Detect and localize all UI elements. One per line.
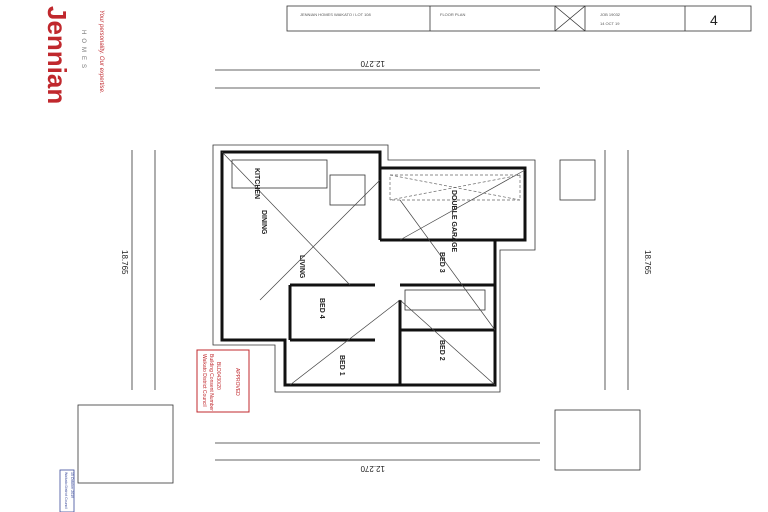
- title-job: JOB 19032: [600, 12, 621, 17]
- room-bed4: BED 4: [318, 298, 325, 319]
- plan-notes: [554, 409, 641, 471]
- room-garage: DOUBLE GARAGE: [450, 190, 457, 253]
- framing-notes: [77, 404, 174, 484]
- svg-text:15 October 2019: 15 October 2019: [70, 472, 74, 498]
- svg-text:HOMES: HOMES: [80, 30, 86, 72]
- room-bed2: BED 2: [438, 340, 445, 361]
- svg-text:Your personality. Our expertis: Your personality. Our expertise.: [98, 10, 104, 94]
- svg-text:Building Consent Number: Building Consent Number: [208, 354, 214, 411]
- svg-text:APPROVED: APPROVED: [234, 368, 240, 396]
- dim-depth-right: 18.765: [643, 250, 652, 275]
- room-living: LIVING: [298, 255, 305, 279]
- title-drawing: FLOOR PLAN: [440, 12, 465, 17]
- title-block: JENNIAN HOMES WAIKATO / LOT 108 FLOOR PL…: [286, 5, 752, 32]
- title-client: JENNIAN HOMES WAIKATO / LOT 108: [300, 12, 372, 17]
- approval-stamp: Waikato District Council Building Consen…: [196, 349, 250, 413]
- jennian-logo: Jennian HOMES Your personality. Our expe…: [42, 6, 104, 104]
- area-notes: [559, 159, 596, 201]
- side-council-stamp: Waikato District Council 15 October 2019: [59, 469, 75, 512]
- eaves-outline: [212, 144, 536, 393]
- title-date: 14 OCT 19: [600, 21, 620, 26]
- dim-width-bottom: 12.270: [360, 464, 385, 473]
- dimension-lines: 12.270 12.270 18.765 18.765: [120, 59, 652, 473]
- svg-text:Waikato District Council: Waikato District Council: [64, 472, 68, 509]
- dim-width-top: 12.270: [360, 59, 385, 68]
- room-bed1: BED 1: [338, 355, 345, 376]
- walls: [220, 150, 527, 387]
- room-kitchen: KITCHEN: [253, 168, 260, 199]
- room-dining: DINING: [260, 210, 267, 235]
- svg-text:Jennian: Jennian: [42, 6, 72, 104]
- room-bed3: BED 3: [438, 252, 445, 273]
- svg-text:Waikato District Council: Waikato District Council: [201, 354, 207, 407]
- roof-lines: [221, 151, 526, 386]
- dim-depth-left: 18.765: [120, 250, 129, 275]
- svg-text:BLD0430/20: BLD0430/20: [215, 362, 221, 390]
- sheet-number: 4: [710, 12, 718, 28]
